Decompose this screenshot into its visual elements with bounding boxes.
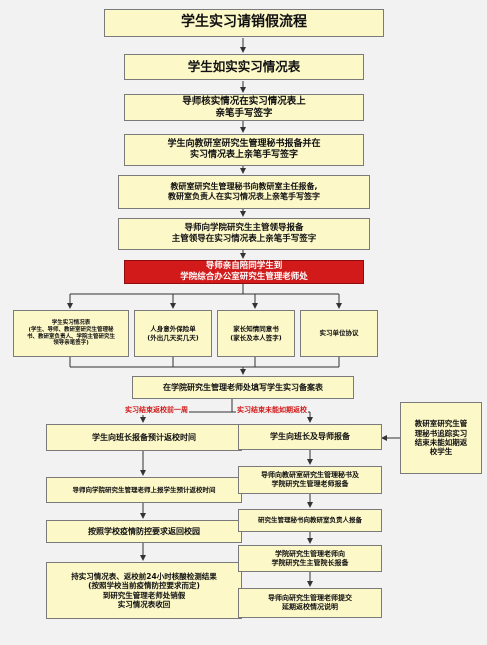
document-insurance: 人身意外保险单 (外出几天买几天) xyxy=(134,310,212,357)
step-director-report: 教研室研究生管理秘书向教研室主任报备, 教研室负责人在实习情况表上亲笔手写签字 xyxy=(118,175,370,209)
right-step-report-monitor-advisor: 学生向班长及导师报备 xyxy=(238,424,382,450)
title-box: 学生实习请销假流程 xyxy=(104,9,384,37)
document-company-agreement: 实习单位协议 xyxy=(300,310,378,357)
left-step-cancel-leave: 持实习情况表、返校前24小时核酸检测结果 (按照学校当前疫情防控要求而定) 到研… xyxy=(46,562,242,619)
step-fill-form: 学生如实实习情况表 xyxy=(124,54,364,80)
step-record-form: 在学院研究生管理老师处填写学生实习备案表 xyxy=(132,376,354,399)
document-parent-consent: 家长知情同意书 (家长及本人签字) xyxy=(217,310,295,357)
right-step-secretary-report: 研究生管理秘书向教研室负责人报备 xyxy=(238,509,382,532)
step-secretary-report: 学生向教研室研究生管理秘书报备并在 实习情况表上亲笔手写签字 xyxy=(124,134,364,166)
step-advisor-sign: 导师核实情况在实习情况表上 亲笔手写签字 xyxy=(124,94,364,121)
branch-label-left: 实习结束返校前一周 xyxy=(124,405,189,415)
right-step-delay-explanation: 导师向研究生管理老师提交 延期返校情况说明 xyxy=(238,588,382,618)
document-internship-form: 学生实习情况表 (学生、导师、教研室研究生管理秘 书、教研室负责人、学院主管研究… xyxy=(13,310,129,357)
left-step-advisor-report-return: 导师向学院研究生管理老师上报学生预计返校时间 xyxy=(46,477,242,503)
right-step-advisor-report: 导师向教研室研究生管理秘书及 学院研究生管理老师报备 xyxy=(238,466,382,494)
step-dean-report: 导师向学院研究生主管领导报备 主管领导在实习情况表上亲笔手写签字 xyxy=(118,218,370,250)
branch-label-right: 实习结束未能如期返校 xyxy=(236,405,308,415)
right-step-dean-report: 学院研究生管理老师向 学院研究生主管院长报备 xyxy=(238,545,382,572)
step-office-visit: 导师亲自陪同学生到 学院综合办公室研究生管理老师处 xyxy=(124,260,364,284)
side-note-tracking: 教研室研究生管 理秘书追踪实习 结束未能如期返 校学生 xyxy=(400,402,482,474)
left-step-report-monitor: 学生向班长报备预计返校时间 xyxy=(46,424,242,451)
left-step-return-campus: 按照学校疫情防控要求返回校园 xyxy=(46,520,242,543)
